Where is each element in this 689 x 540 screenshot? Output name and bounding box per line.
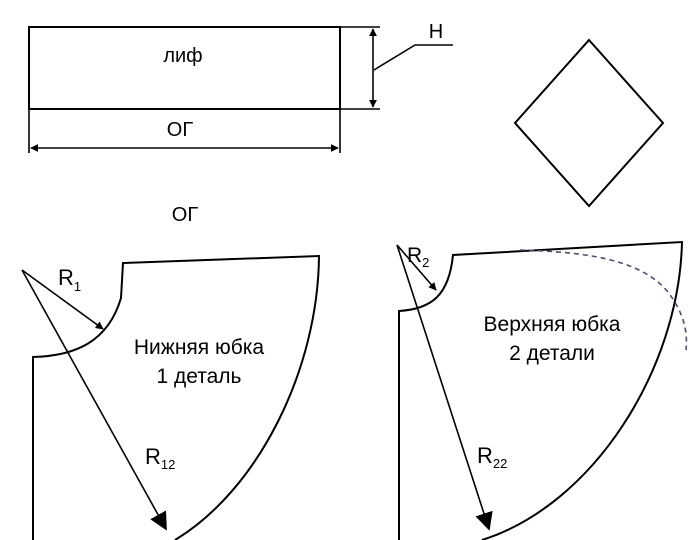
lower-skirt-outer-radius-label: R12 bbox=[145, 444, 175, 472]
lower-skirt-inner-radius-subscript: 1 bbox=[74, 279, 81, 294]
upper-skirt-count: 2 детали bbox=[509, 342, 595, 365]
upper-skirt-outer-radius-subscript: 22 bbox=[493, 456, 507, 471]
bodice-rectangle bbox=[28, 26, 341, 110]
waist-label: ОГ bbox=[172, 204, 199, 226]
upper-skirt-outer-radius-label: R22 bbox=[477, 443, 507, 471]
upper-skirt-inner-radius-label: R2 bbox=[407, 244, 429, 270]
upper-skirt-title: Верхняя юбка bbox=[484, 313, 621, 336]
diamond-piece bbox=[513, 38, 665, 208]
lower-skirt-count: 1 деталь bbox=[156, 365, 241, 388]
lower-skirt-inner-radius-arrow bbox=[21, 269, 104, 330]
lower-skirt-inner-radius-label: R1 bbox=[58, 265, 81, 294]
upper-skirt-inner-radius-subscript: 2 bbox=[422, 255, 429, 270]
bodice-height-leader bbox=[373, 44, 453, 71]
bodice-width-label: ОГ bbox=[167, 119, 194, 141]
upper-skirt-dashed-guide bbox=[519, 249, 688, 351]
lower-skirt-piece: R1 R12 Нижняя юбка 1 деталь bbox=[21, 254, 321, 540]
bodice-height-label: Н bbox=[429, 21, 443, 43]
bodice-piece: лиф ОГ Н bbox=[28, 21, 453, 153]
upper-skirt-outline bbox=[398, 240, 684, 540]
lower-skirt-outline bbox=[32, 254, 321, 540]
lower-skirt-title: Нижняя юбка bbox=[134, 336, 265, 359]
lower-skirt-outer-radius-subscript: 12 bbox=[161, 457, 175, 472]
upper-skirt-inner-radius-arrow bbox=[396, 244, 437, 291]
upper-skirt-outer-radius-arrow bbox=[396, 244, 493, 531]
bodice-label: лиф bbox=[163, 45, 202, 67]
upper-skirt-piece: R2 R22 Верхняя юбка 2 детали bbox=[396, 240, 688, 540]
lower-skirt-outer-radius-arrow bbox=[21, 269, 167, 531]
